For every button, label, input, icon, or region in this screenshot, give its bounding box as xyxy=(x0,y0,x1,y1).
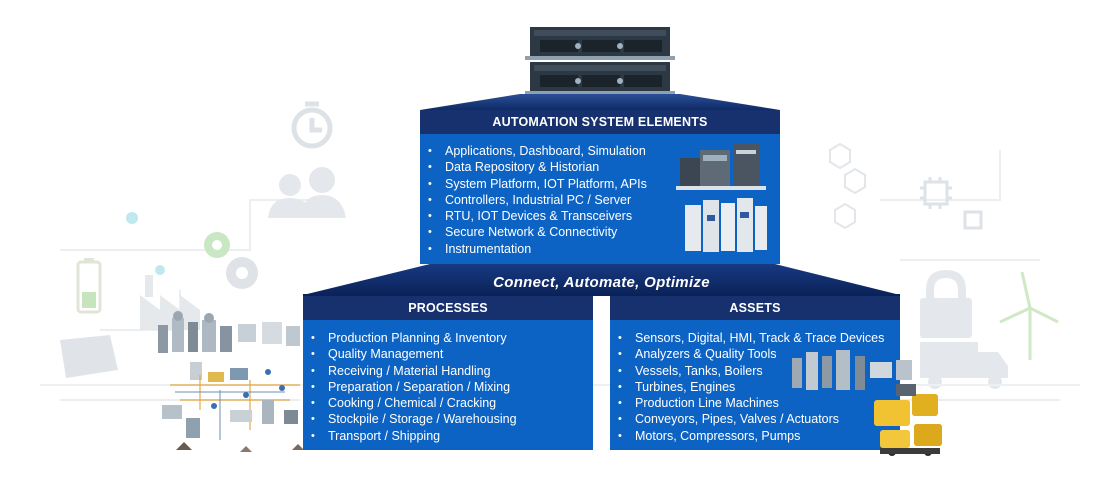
dot-icon xyxy=(126,212,138,224)
battery-icon xyxy=(76,258,102,314)
automation-system-elements-title: AUTOMATION SYSTEM ELEMENTS xyxy=(420,110,780,135)
automation-item-secure-network: Secure Network & Connectivity xyxy=(426,224,647,241)
hexagon-icon xyxy=(829,142,866,230)
process-item-preparation: Preparation / Separation / Mixing xyxy=(309,379,517,396)
assets-panel: Sensors, Digital, HMI, Track & Trace Dev… xyxy=(610,320,900,450)
factory-icon xyxy=(140,275,200,330)
truck-icon xyxy=(920,342,1008,389)
automation-item-system-platform: System Platform, IOT Platform, APIs xyxy=(426,176,647,193)
automation-system-elements-panel: Applications, Dashboard, Simulation Data… xyxy=(420,134,780,264)
asset-item-sensors: Sensors, Digital, HMI, Track & Trace Dev… xyxy=(616,330,884,347)
process-item-cooking: Cooking / Chemical / Cracking xyxy=(309,395,517,412)
automation-item-data-repository: Data Repository & Historian xyxy=(426,159,647,176)
assets-title: ASSETS xyxy=(610,296,900,321)
chip-icon xyxy=(920,177,983,230)
solar-panel-icon xyxy=(60,335,118,378)
processes-panel: Production Planning & Inventory Quality … xyxy=(303,320,593,450)
process-item-production-planning: Production Planning & Inventory xyxy=(309,330,517,347)
people-icon xyxy=(268,167,346,218)
process-instruments-icon xyxy=(158,311,300,353)
asset-item-conveyors: Conveyors, Pipes, Valves / Actuators xyxy=(616,411,884,428)
wind-turbine-icon xyxy=(999,271,1059,360)
asset-item-analyzers: Analyzers & Quality Tools xyxy=(616,346,884,363)
processes-list: Production Planning & Inventory Quality … xyxy=(309,330,517,444)
automation-item-instrumentation: Instrumentation xyxy=(426,241,647,258)
asset-item-production-line: Production Line Machines xyxy=(616,395,884,412)
process-item-quality-management: Quality Management xyxy=(309,346,517,363)
asset-item-vessels: Vessels, Tanks, Boilers xyxy=(616,363,884,380)
connect-banner-shape xyxy=(303,264,900,295)
roof-shape xyxy=(420,94,780,110)
server-rack-icon xyxy=(525,27,675,95)
dot-icon xyxy=(155,265,165,275)
process-item-stockpile: Stockpile / Storage / Warehousing xyxy=(309,411,517,428)
processes-title: PROCESSES xyxy=(303,296,593,321)
automation-item-rtu: RTU, IOT Devices & Transceivers xyxy=(426,208,647,225)
padlock-icon xyxy=(920,270,972,338)
assets-list: Sensors, Digital, HMI, Track & Trace Dev… xyxy=(616,330,884,444)
process-flow-diagram-icon xyxy=(162,362,304,452)
process-item-transport: Transport / Shipping xyxy=(309,428,517,445)
automation-item-applications: Applications, Dashboard, Simulation xyxy=(426,143,647,160)
process-item-receiving: Receiving / Material Handling xyxy=(309,363,517,380)
automation-item-controllers: Controllers, Industrial PC / Server xyxy=(426,192,647,209)
asset-item-turbines: Turbines, Engines xyxy=(616,379,884,396)
asset-item-motors: Motors, Compressors, Pumps xyxy=(616,428,884,445)
automation-elements-list: Applications, Dashboard, Simulation Data… xyxy=(426,143,647,257)
gear-icon xyxy=(204,232,258,289)
tagline: Connect, Automate, Optimize xyxy=(493,274,710,291)
stopwatch-icon xyxy=(291,101,333,149)
